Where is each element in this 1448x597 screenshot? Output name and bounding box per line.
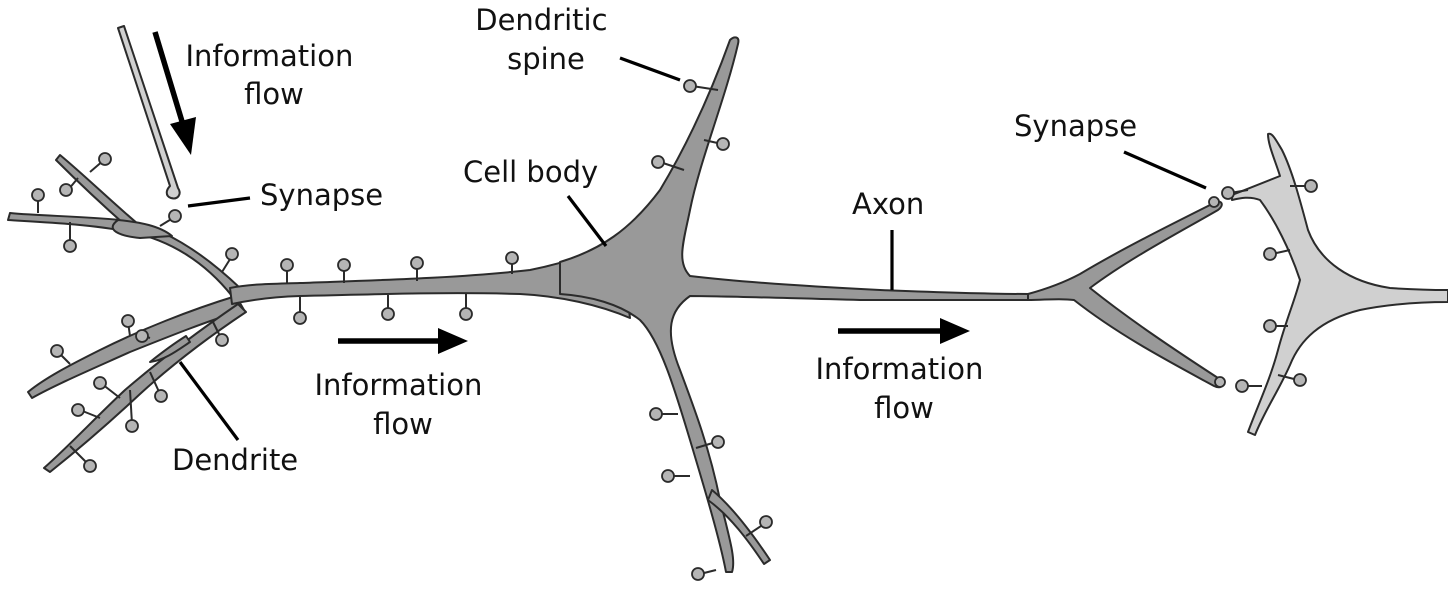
information-flow-arrow-right: [838, 318, 970, 344]
label-information-flow-right: Information flow: [815, 352, 992, 425]
synapse-right-leader: [1124, 152, 1206, 188]
axon-terminal-branches: [1028, 202, 1222, 388]
incoming-axon-terminal: [118, 26, 180, 198]
receiving-neuron: [1232, 134, 1448, 435]
information-flow-arrow-middle: [338, 328, 468, 354]
dendrite-upper-left-branch-2: [113, 220, 172, 238]
label-information-flow-top: Information flow: [185, 39, 362, 111]
synapse-left-leader: [188, 198, 250, 206]
cell-body: [560, 37, 1030, 572]
label-synapse-left: Synapse: [260, 178, 383, 212]
axon-terminal-knob-lower: [1215, 377, 1225, 387]
neuron: [8, 37, 1030, 572]
axon-terminal-knob-upper: [1209, 197, 1219, 207]
label-dendritic-spine: Dendritic spine: [475, 3, 617, 76]
label-information-flow-middle: Information flow: [314, 368, 491, 441]
label-synapse-right: Synapse: [1014, 109, 1137, 143]
cell-body-leader: [568, 196, 606, 246]
label-axon: Axon: [852, 187, 924, 221]
label-dendrite: Dendrite: [172, 443, 298, 477]
dendritic-spine-leader: [620, 58, 680, 80]
label-cell-body: Cell body: [463, 155, 598, 189]
dendrite-leader: [180, 362, 238, 440]
